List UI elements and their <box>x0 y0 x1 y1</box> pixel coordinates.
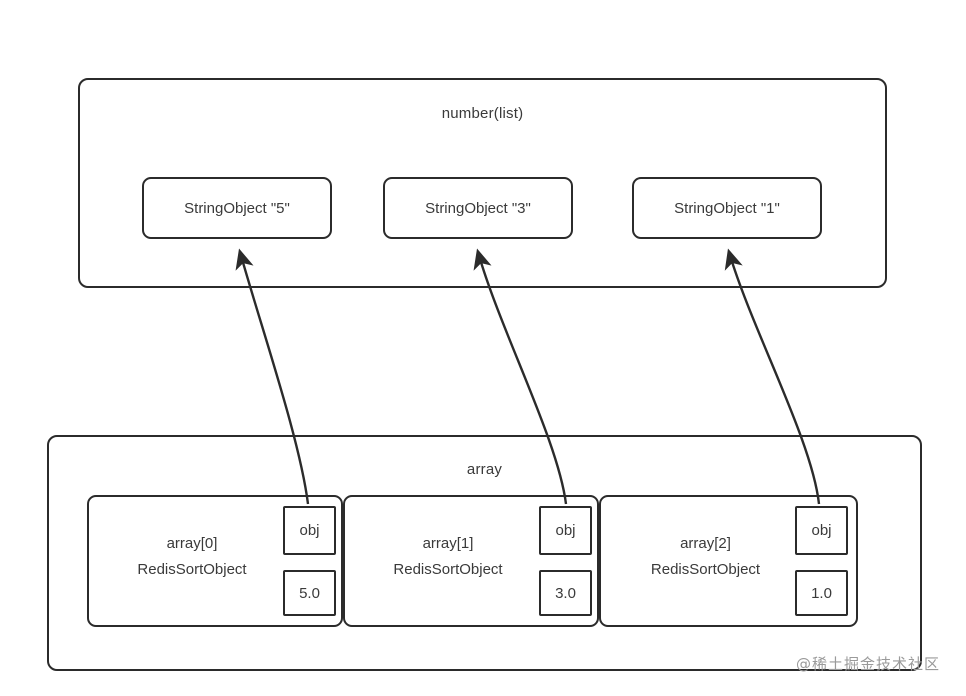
array-cell-0-index: array[0] <box>166 535 218 552</box>
string-object-label-0: StringObject "5" <box>184 199 290 217</box>
string-object-label-1: StringObject "3" <box>425 199 531 217</box>
array-cell-2-type: RedisSortObject <box>650 561 761 578</box>
string-object-label-2: StringObject "1" <box>674 199 780 217</box>
array-cell-1-labels: array[1] RedisSortObject <box>345 531 551 583</box>
array-cell-2-obj-label: obj <box>811 522 832 539</box>
array-cell-1-type: RedisSortObject <box>393 561 503 578</box>
array-cell-1-obj-label: obj <box>555 522 576 539</box>
array-cell-1-obj-slot: obj <box>539 506 592 555</box>
array-cell-2-score-label: 1.0 <box>811 584 832 602</box>
string-object-node-2: StringObject "1" <box>632 177 822 239</box>
array-cell-2-index: array[2] <box>680 535 731 552</box>
array-cell-0-type: RedisSortObject <box>137 561 247 578</box>
array-cell-0-score-label: 5.0 <box>299 584 320 602</box>
array-cell-1-index: array[1] <box>422 535 474 552</box>
array-container-title: array <box>466 461 503 478</box>
watermark: @稀土掘金技术社区 <box>795 655 940 673</box>
array-cell-0: array[0] RedisSortObject obj 5.0 <box>87 495 343 627</box>
array-cell-2-score-slot: 1.0 <box>795 570 848 616</box>
array-cell-2-obj-slot: obj <box>795 506 848 555</box>
array-cell-1: array[1] RedisSortObject obj 3.0 <box>343 495 599 627</box>
list-container-title: number(list) <box>441 105 524 122</box>
array-cell-0-score-slot: 5.0 <box>283 570 336 616</box>
string-object-node-1: StringObject "3" <box>383 177 573 239</box>
array-cell-0-obj-slot: obj <box>283 506 336 555</box>
array-cell-0-obj-label: obj <box>299 522 320 539</box>
array-cell-0-labels: array[0] RedisSortObject <box>89 531 295 583</box>
array-cell-1-score-slot: 3.0 <box>539 570 592 616</box>
array-cell-2: array[2] RedisSortObject obj 1.0 <box>599 495 858 627</box>
array-cell-2-labels: array[2] RedisSortObject <box>601 531 810 583</box>
array-cell-1-score-label: 3.0 <box>555 584 576 602</box>
string-object-node-0: StringObject "5" <box>142 177 332 239</box>
